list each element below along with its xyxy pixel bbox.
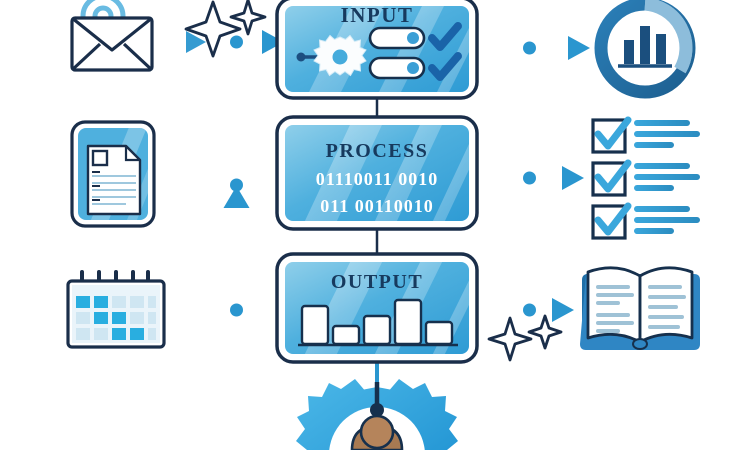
- email-envelope-icon[interactable]: [70, 0, 154, 72]
- sparkle-decorations-right: [487, 314, 563, 362]
- donut-chart-icon[interactable]: [594, 0, 696, 99]
- document-row-marks: [92, 171, 100, 201]
- checklist-icon[interactable]: [591, 116, 700, 240]
- calendar-rings: [80, 270, 150, 288]
- calendar-cells: [76, 296, 156, 340]
- process-binary-line-1: 01110011 0010: [316, 169, 439, 189]
- check-mark-1: [428, 22, 462, 51]
- output-bar-chart: [298, 298, 458, 347]
- left-arrow-network: [146, 30, 284, 317]
- large-gear-icon[interactable]: [296, 379, 458, 450]
- stage-box-input[interactable]: INPUT: [275, 0, 500, 110]
- stage-box-process[interactable]: PROCESS 01110011 0010 011 00110010: [275, 112, 496, 240]
- document-text-lines: [92, 175, 136, 205]
- process-panel-stripes: [296, 125, 469, 221]
- output-label: OUTPUT: [331, 271, 423, 293]
- checklist-item-3[interactable]: [591, 202, 700, 240]
- calendar-icon[interactable]: [66, 270, 166, 349]
- stage-box-output[interactable]: OUTPUT: [275, 250, 496, 372]
- check-mark-2: [428, 52, 462, 81]
- toggle-switch-2[interactable]: [368, 56, 426, 80]
- connector-dot: [370, 382, 384, 417]
- tablet-document-icon[interactable]: [70, 120, 178, 232]
- input-label: INPUT: [341, 3, 414, 27]
- process-binary-line-2: 011 00110010: [320, 196, 434, 216]
- book-text-lines-left: [596, 285, 634, 333]
- gear-icon: [296, 34, 367, 77]
- avatar: [350, 414, 404, 450]
- checklist-item-2[interactable]: [591, 159, 700, 197]
- right-arrow-network: [470, 36, 590, 322]
- process-label: PROCESS: [326, 140, 429, 162]
- toggle-switch-1[interactable]: [368, 26, 426, 50]
- book-text-lines-right: [648, 285, 686, 329]
- sparkle-decorations-left: [184, 0, 267, 58]
- open-book-icon[interactable]: [580, 266, 700, 350]
- checklist-item-1[interactable]: [591, 116, 700, 154]
- donut-inner-bars: [618, 26, 672, 68]
